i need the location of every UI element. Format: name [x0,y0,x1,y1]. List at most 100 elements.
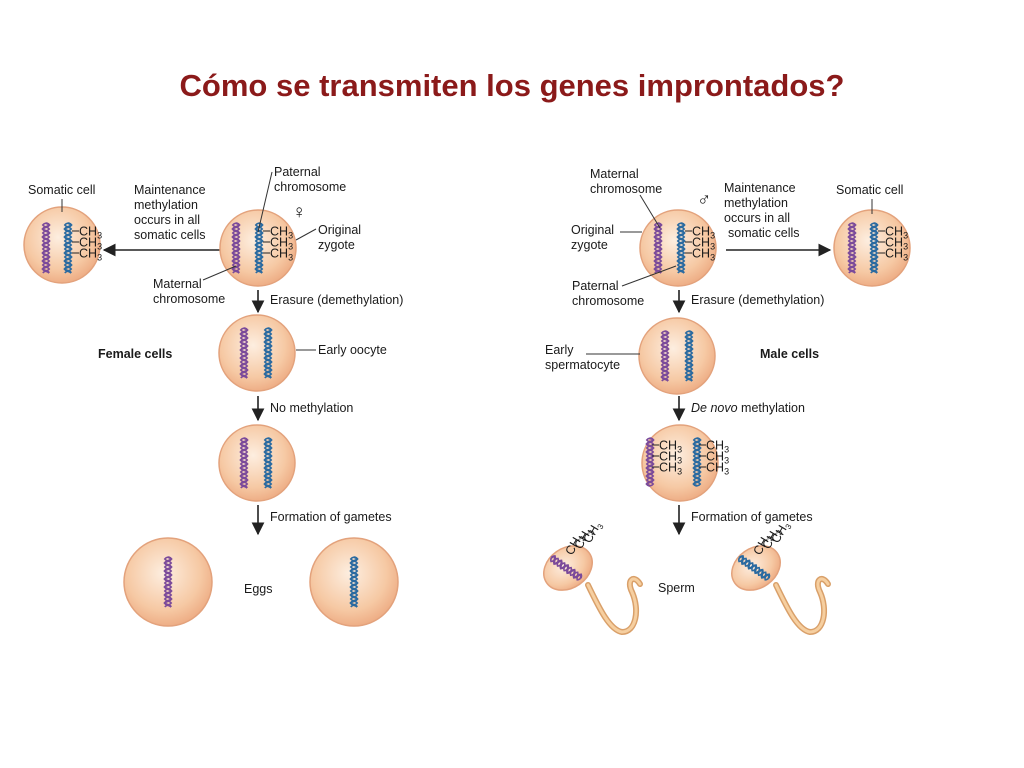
chromosome-strand [239,327,249,379]
female-zygote-leader [295,228,317,241]
methyl-label: CH3 [79,236,102,252]
chromosome-strand [239,437,249,489]
methyl-label: CH3 [270,236,293,252]
female-erasure-label: Erasure (demethylation) [270,293,403,307]
female-unmethylated-cell [218,424,296,502]
chromosome-strand [653,222,663,274]
methyl-label: CH3 [270,225,293,241]
male-maintenance-text: Maintenance methylation occurs in all so… [724,181,800,240]
female-egg-maternal-chromosome [163,555,173,608]
male-de-novo-label: De novo methylation [691,401,805,415]
chromosome-strand [684,330,694,382]
methyl-label: CH3 [659,439,682,455]
male-somatic-cell-label: Somatic cell [836,183,903,197]
chromosome-strand [163,556,173,608]
male-methylated-maternal-chromosome [645,436,655,488]
chromosome-strand [263,327,273,379]
methyl-label: CH3 [706,461,729,477]
female-zygote-maternal-chromosome [231,221,241,274]
methyl-label: CH3 [692,247,715,263]
chromosome-strand [738,554,771,579]
chromosome-strand [869,222,879,274]
female-no-methylation-label: No methylation [270,401,353,415]
methyl-label: CH3 [885,247,908,263]
female-original-zygote-label: Original zygote [318,223,365,252]
female-early-oocyte-label: Early oocyte [318,343,387,357]
female-oocyte-maternal-chromosome [239,326,249,379]
male-somatic-paternal-chromosome [869,221,879,274]
male-paternal-leader [621,265,677,287]
chromosome-strand [737,557,770,581]
chromosome-strand [660,330,670,382]
male-maternal-leader [639,194,661,229]
methyl-label: CH3 [79,225,102,241]
sperm1-maternal-chromosome [549,554,583,581]
male-early-spermatocyte-label: Early spermatocyte [545,343,620,372]
male-cells-label: Male cells [760,347,819,361]
female-paternal-leader [257,171,273,233]
female-unmethylated-maternal-chromosome [239,436,249,489]
chromosome-strand [550,554,583,579]
methyl-label: CH3 [692,225,715,241]
female-maternal-chromosome-label: Maternal chromosome [153,277,225,306]
female-maternal-leader [202,265,237,281]
male-erasure-label: Erasure (demethylation) [691,293,824,307]
female-maintenance-text: Maintenance methylation occurs in all so… [134,183,209,242]
male-sperm-label: Sperm [658,581,695,595]
female-paternal-chromosome-label: Paternal chromosome [274,165,346,194]
male-sex-symbol: ♂ [697,190,711,211]
sperm2-paternal-chromosome [737,554,771,581]
female-eggs-label: Eggs [244,582,273,596]
sperm-tail-inner [586,577,642,634]
male-methylated-paternal-chromosome [692,436,702,488]
chromosome-strand [645,437,655,487]
methyl-label: CH3 [659,461,682,477]
male-spermatocyte-maternal-chromosome [660,329,670,382]
male-spermatocyte-paternal-chromosome [684,329,694,382]
female-oocyte-paternal-chromosome [263,326,273,379]
chromosome-strand [692,437,702,487]
methyl-label: CH3 [79,247,102,263]
chromosome-strand [263,437,273,489]
slide-title: Cómo se transmiten los genes improntados… [179,68,845,103]
female-early-oocyte-cell [218,314,296,392]
female-somatic-maternal-chromosome [41,221,51,274]
female-somatic-paternal-chromosome [63,221,73,274]
female-somatic-cell-label: Somatic cell [28,183,95,197]
methyl-label: CH3 [885,225,908,241]
methyl-label: CH3 [692,236,715,252]
male-original-zygote-label: Original zygote [571,223,618,252]
female-unmethylated-paternal-chromosome [263,436,273,489]
chromosome-strand [549,557,582,581]
sperm-tail-inner [774,577,830,634]
male-maternal-chromosome-label: Maternal chromosome [590,167,662,196]
methyl-label: CH3 [706,439,729,455]
methyl-label: CH3 [885,236,908,252]
chromosome-strand [231,222,241,274]
methyl-label: CH3 [706,450,729,466]
male-formation-label: Formation of gametes [691,510,813,524]
female-cells-label: Female cells [98,347,172,361]
male-early-spermatocyte-cell [638,317,716,395]
male-paternal-chromosome-label: Paternal chromosome [572,279,644,308]
chromosome-strand [41,222,51,274]
male-somatic-maternal-chromosome [847,221,857,274]
chromosome-strand [63,222,73,274]
methyl-label: CH3 [270,247,293,263]
chromosome-strand [676,222,686,274]
chromosome-strand [349,556,359,608]
female-sex-symbol: ♀ [292,202,306,223]
chromosome-strand [847,222,857,274]
